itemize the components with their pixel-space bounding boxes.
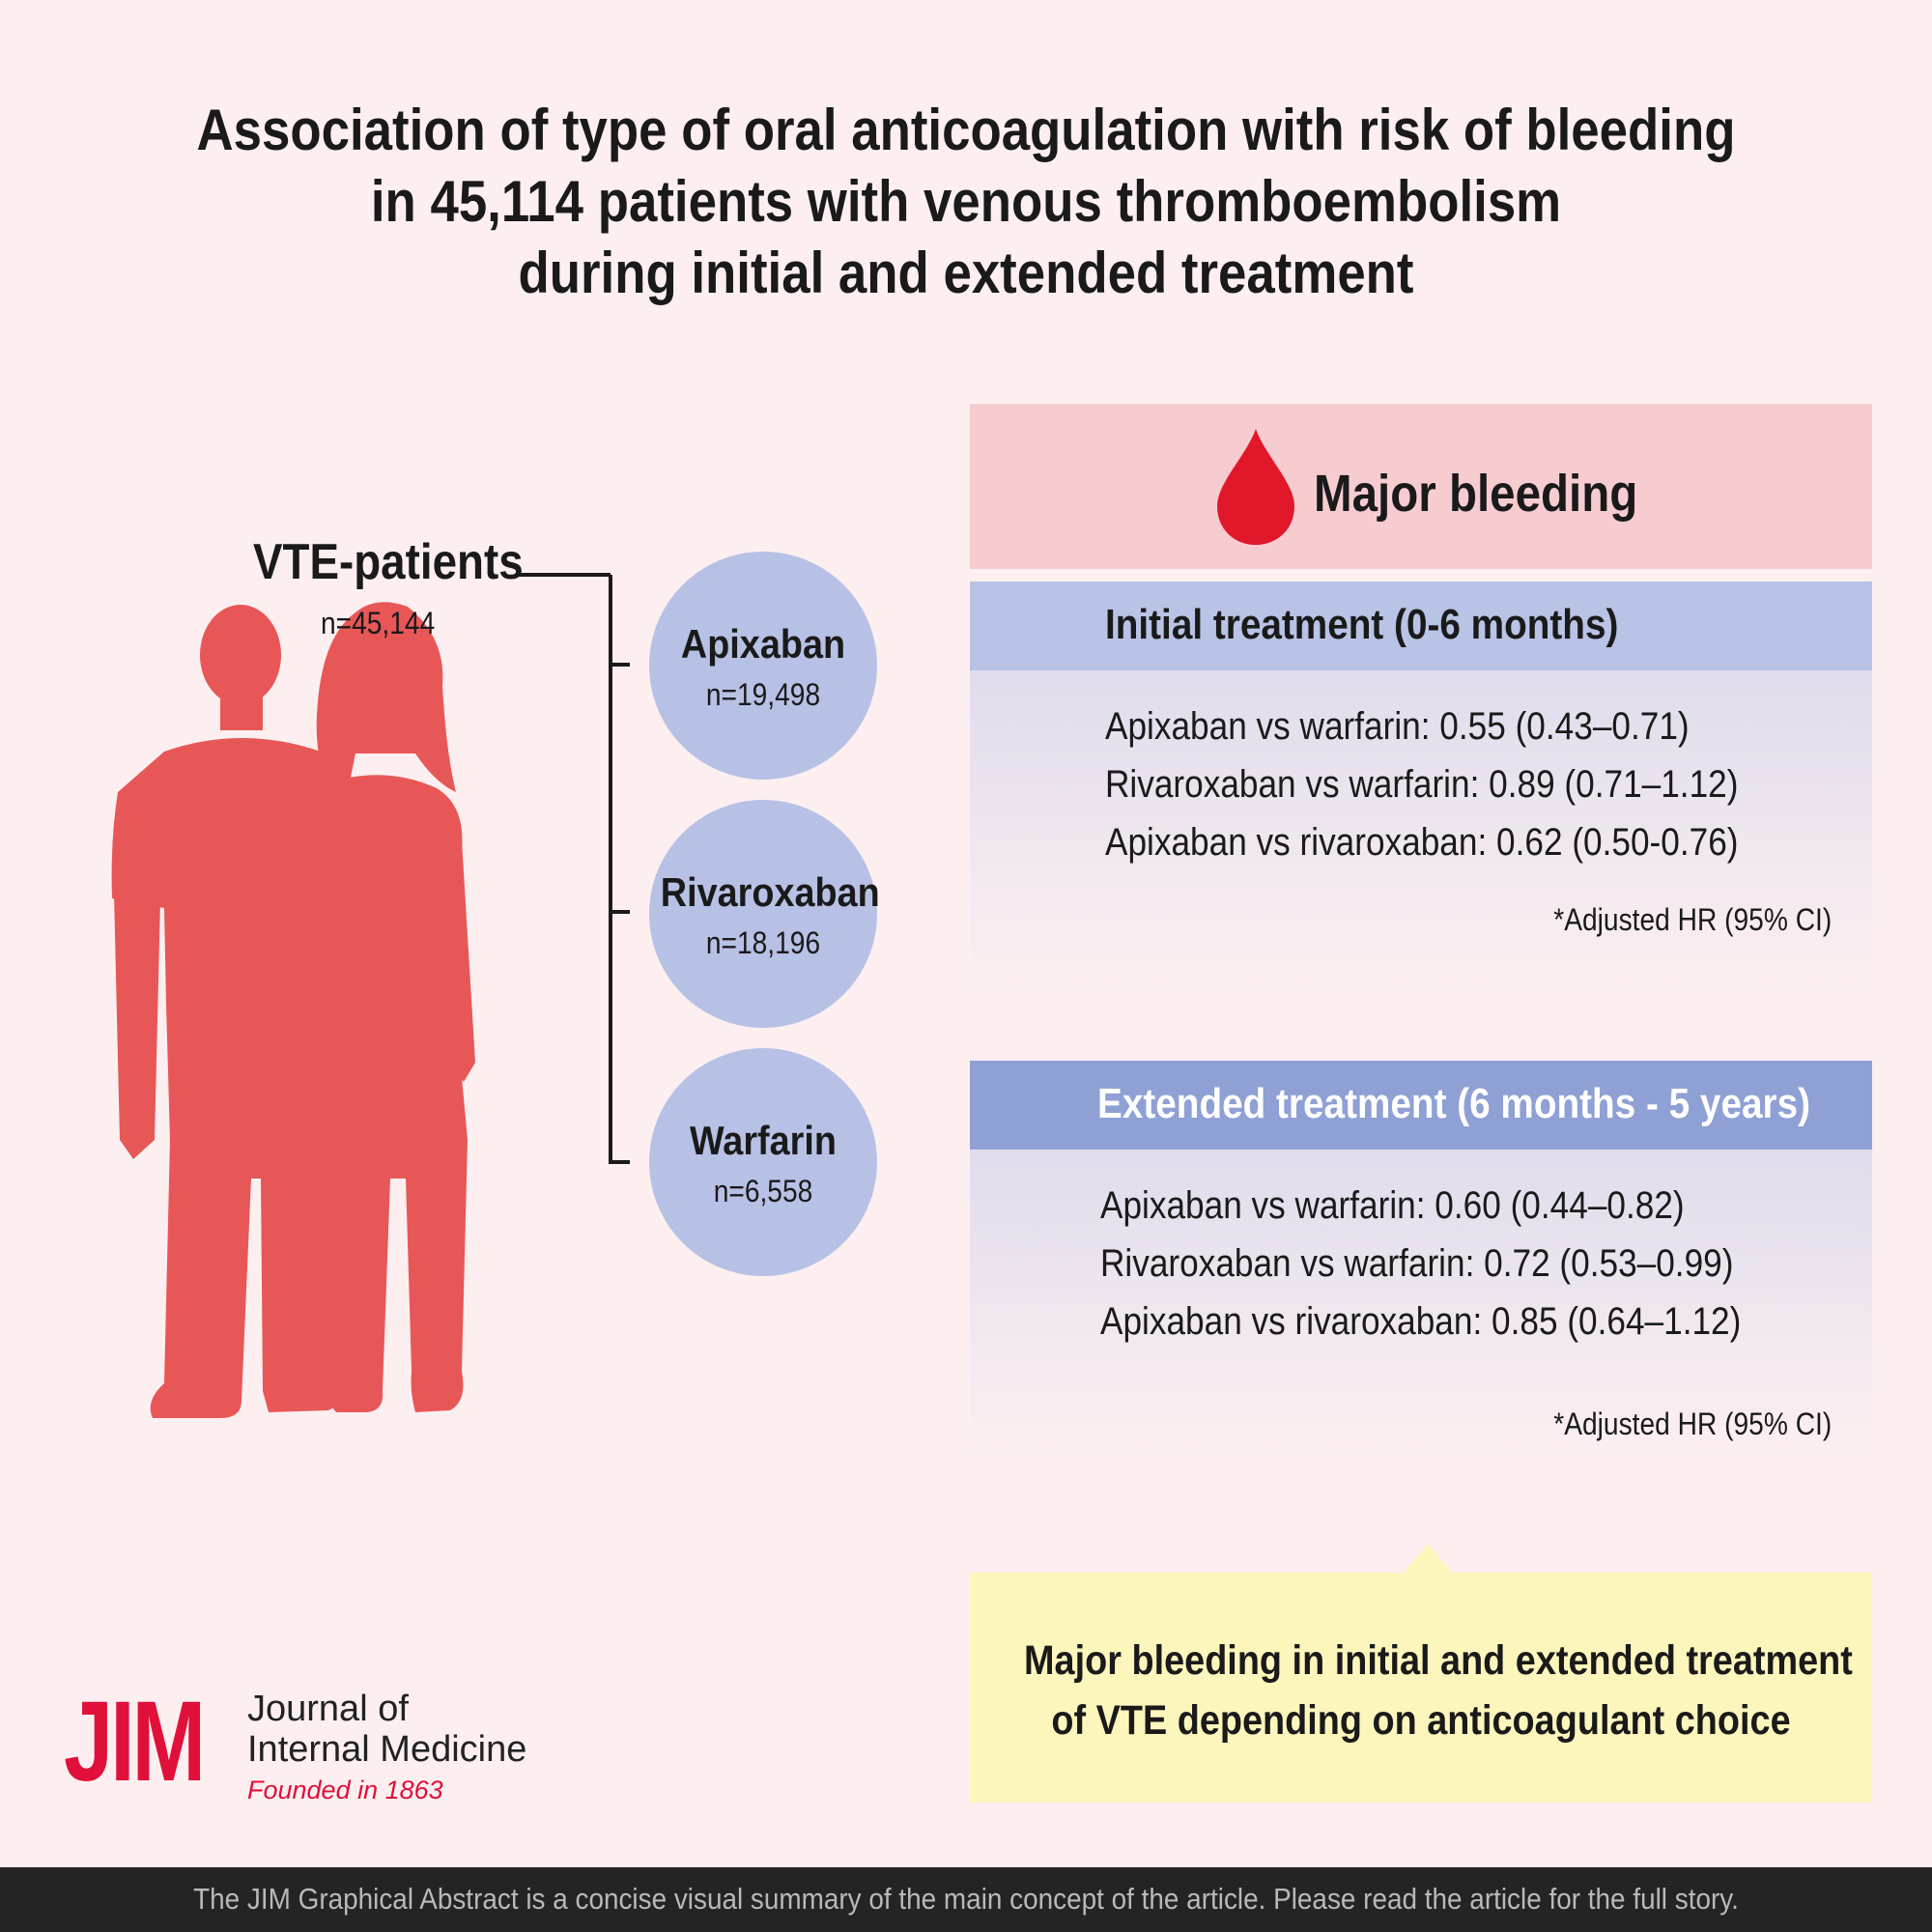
man-head <box>200 605 281 705</box>
journal-name: Journal of Internal Medicine <box>247 1689 526 1770</box>
initial-treatment-header: Initial treatment (0-6 months) <box>970 582 1872 670</box>
blood-drop-icon <box>1217 429 1294 545</box>
initial-footnote: *Adjusted HR (95% CI) <box>1553 902 1832 937</box>
conclusion-line-2: of VTE depending on anticoagulant choice <box>1051 1697 1791 1744</box>
title-line-1: Association of type of oral anticoagulat… <box>196 98 1736 162</box>
group-drug-name: Rivaroxaban <box>660 869 880 915</box>
initial-treatment-title: Initial treatment (0-6 months) <box>1105 601 1619 648</box>
footer-text: The JIM Graphical Abstract is a concise … <box>193 1882 1739 1916</box>
result-row: Rivaroxaban vs warfarin: 0.72 (0.53–0.99… <box>1100 1242 1734 1285</box>
result-row: Apixaban vs rivaroxaban: 0.85 (0.64–1.12… <box>1100 1300 1742 1343</box>
woman-body <box>316 775 468 1412</box>
extended-results-list: Apixaban vs warfarin: 0.60 (0.44–0.82) R… <box>1100 1177 1741 1350</box>
result-row: Apixaban vs warfarin: 0.55 (0.43–0.71) <box>1105 705 1690 748</box>
footer-bar: The JIM Graphical Abstract is a concise … <box>0 1867 1932 1932</box>
man-body <box>111 738 374 1418</box>
result-row: Rivaroxaban vs warfarin: 0.89 (0.71–1.12… <box>1105 763 1739 806</box>
title-line-3: during initial and extended treatment <box>518 241 1414 305</box>
woman-head <box>350 626 423 723</box>
conclusion-pointer <box>1403 1544 1453 1574</box>
group-count: n=18,196 <box>705 925 821 960</box>
group-count: n=6,558 <box>713 1174 813 1208</box>
conclusion-box: Major bleeding in initial and extended t… <box>970 1573 1872 1803</box>
group-drug-name: Apixaban <box>680 621 846 667</box>
major-bleeding-label: Major bleeding <box>1314 465 1638 523</box>
extended-treatment-header: Extended treatment (6 months - 5 years) <box>970 1061 1872 1150</box>
jim-logo: JIM <box>64 1678 206 1805</box>
group-apixaban: Apixaban n=19,498 <box>649 552 877 780</box>
cohort-tree-connector <box>516 573 630 1164</box>
group-count: n=19,498 <box>705 677 821 712</box>
page-title: Association of type of oral anticoagulat… <box>116 95 1816 309</box>
conclusion-text: Major bleeding in initial and extended t… <box>1024 1631 1853 1750</box>
title-line-2: in 45,114 patients with venous thromboem… <box>370 169 1562 234</box>
initial-treatment-results: Apixaban vs warfarin: 0.55 (0.43–0.71) R… <box>970 670 1872 995</box>
group-warfarin: Warfarin n=6,558 <box>649 1048 877 1276</box>
vte-patients-count: n=45,144 <box>321 606 436 640</box>
group-drug-name: Warfarin <box>690 1118 837 1163</box>
man-neck <box>220 692 263 730</box>
result-row: Apixaban vs rivaroxaban: 0.62 (0.50-0.76… <box>1105 821 1739 864</box>
extended-footnote: *Adjusted HR (95% CI) <box>1553 1406 1832 1441</box>
extended-treatment-title: Extended treatment (6 months - 5 years) <box>1097 1080 1811 1127</box>
conclusion-line-1: Major bleeding in initial and extended t… <box>1024 1637 1853 1684</box>
major-bleeding-banner <box>970 404 1872 569</box>
group-rivaroxaban: Rivaroxaban n=18,196 <box>649 800 880 1028</box>
journal-founded: Founded in 1863 <box>247 1776 443 1804</box>
journal-name-line-2: Internal Medicine <box>247 1729 527 1770</box>
vte-patients-label: VTE-patients <box>253 534 524 590</box>
held-hands <box>338 1022 388 1088</box>
woman-right-arm <box>437 840 475 1082</box>
initial-results-list: Apixaban vs warfarin: 0.55 (0.43–0.71) R… <box>1105 697 1739 871</box>
result-row: Apixaban vs warfarin: 0.60 (0.44–0.82) <box>1100 1184 1685 1227</box>
journal-name-line-1: Journal of <box>247 1689 409 1729</box>
patients-silhouette-icon <box>111 602 475 1418</box>
extended-treatment-results: Apixaban vs warfarin: 0.60 (0.44–0.82) R… <box>970 1150 1872 1459</box>
man-left-arm <box>114 894 160 1159</box>
